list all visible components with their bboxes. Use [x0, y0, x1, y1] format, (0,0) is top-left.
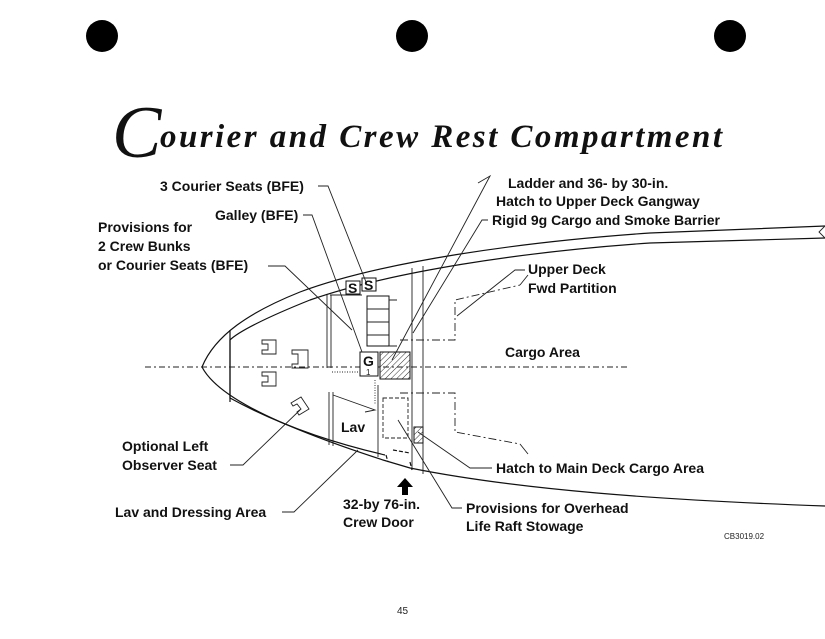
label-life-raft-1: Provisions for Overhead	[466, 500, 629, 516]
label-provisions-bunks-3: or Courier Seats (BFE)	[98, 257, 248, 273]
aircraft-nose-diagram: S S G 1 Lav Cargo Area	[145, 225, 825, 507]
upper-deck-hatch	[379, 351, 411, 380]
label-provisions-bunks-2: 2 Crew Bunks	[98, 238, 191, 254]
label-lav-dressing: Lav and Dressing Area	[115, 504, 266, 520]
label-provisions-bunks-1: Provisions for	[98, 219, 193, 235]
seat-mark: S	[348, 280, 357, 296]
title-initial: C	[112, 92, 163, 174]
label-upper-partition-2: Fwd Partition	[528, 280, 617, 296]
cargo-area-label: Cargo Area	[505, 344, 580, 360]
galley-number: 1	[366, 368, 371, 377]
label-ladder-2: Hatch to Upper Deck Gangway	[496, 193, 700, 209]
label-main-deck-hatch: Hatch to Main Deck Cargo Area	[496, 460, 704, 476]
pilot-seat-icon	[261, 339, 310, 416]
label-crew-door-2: Crew Door	[343, 514, 414, 530]
lav-label: Lav	[341, 419, 365, 435]
callout-leaders	[230, 174, 525, 513]
seat-mark: S	[364, 277, 373, 293]
label-upper-partition-1: Upper Deck	[528, 261, 606, 277]
binder-hole	[86, 20, 118, 52]
figure-id: CB3019.02	[724, 532, 765, 541]
label-life-raft-2: Life Raft Stowage	[466, 518, 584, 534]
galley-mark: G	[363, 353, 374, 369]
label-courier-seats: 3 Courier Seats (BFE)	[160, 178, 304, 194]
crew-door-arrow-icon	[397, 478, 413, 495]
label-ladder-1: Ladder and 36- by 30-in.	[508, 175, 668, 191]
page-title: ourier and Crew Rest Compartment	[160, 119, 723, 155]
label-observer-2: Observer Seat	[122, 457, 217, 473]
binder-hole	[396, 20, 428, 52]
life-raft-area	[382, 397, 409, 439]
page-number: 45	[397, 606, 409, 617]
label-crew-door-1: 32-by 76-in.	[343, 496, 420, 512]
label-observer-1: Optional Left	[122, 438, 209, 454]
label-barrier: Rigid 9g Cargo and Smoke Barrier	[492, 212, 720, 228]
label-galley: Galley (BFE)	[215, 207, 298, 223]
binder-hole	[714, 20, 746, 52]
